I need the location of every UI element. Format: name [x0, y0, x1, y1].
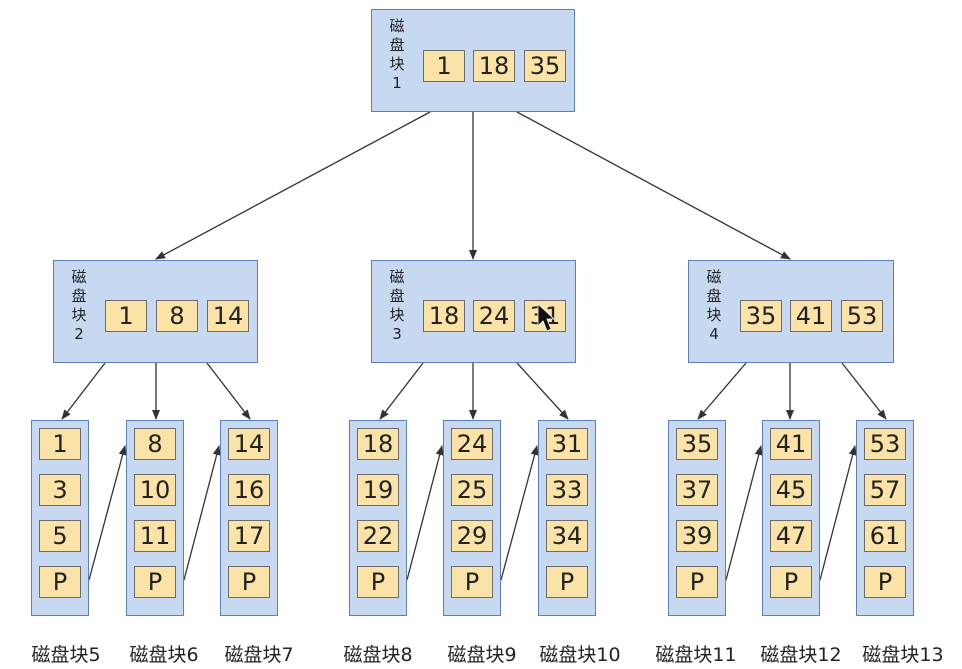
internal-node-label: 磁 盘 块 4	[706, 268, 722, 343]
leaf-pointer-key: P	[676, 566, 718, 598]
leaf-key: 18	[357, 428, 399, 460]
leaf-caption: 磁盘块10	[539, 644, 621, 666]
leaf-key: 57	[864, 474, 906, 506]
internal-key: 24	[473, 300, 515, 332]
leaf-caption: 磁盘块6	[129, 644, 199, 666]
leaf-next-pointer	[88, 445, 127, 581]
leaf-key: 1	[39, 428, 81, 460]
leaf-pointer-key: P	[451, 566, 493, 598]
leaf-key: 39	[676, 520, 718, 552]
leaf-pointer-key: P	[770, 566, 812, 598]
root-key: 1	[423, 50, 465, 82]
leaf-caption: 磁盘块7	[224, 644, 294, 666]
root-node-label: 磁 盘 块 1	[389, 17, 405, 92]
leaf-key: 22	[357, 520, 399, 552]
leaf-key: 29	[451, 520, 493, 552]
internal-key: 35	[740, 300, 782, 332]
leaf-key: 53	[864, 428, 906, 460]
edge-internal-2-child-3	[206, 362, 251, 420]
leaf-next-pointer	[183, 445, 221, 581]
leaf-caption: 磁盘块13	[862, 644, 944, 666]
leaf-key: 24	[451, 428, 493, 460]
leaf-key: 16	[228, 474, 270, 506]
leaf-key: 35	[676, 428, 718, 460]
leaf-caption: 磁盘块12	[760, 644, 842, 666]
leaf-key: 31	[546, 428, 588, 460]
edge-root-to-block-4	[516, 111, 791, 260]
root-key: 35	[524, 50, 566, 82]
edge-internal-2-child-1	[61, 362, 106, 420]
leaf-next-pointer	[406, 445, 444, 581]
leaf-pointer-key: P	[357, 566, 399, 598]
leaf-key: 11	[134, 520, 176, 552]
leaf-key: 45	[770, 474, 812, 506]
leaf-next-pointer	[725, 445, 763, 581]
edge-internal-3-child-3	[516, 362, 569, 420]
leaf-key: 3	[39, 474, 81, 506]
leaf-key: 17	[228, 520, 270, 552]
internal-key: 8	[156, 300, 198, 332]
leaf-pointer-key: P	[39, 566, 81, 598]
leaf-key: 47	[770, 520, 812, 552]
leaf-pointer-key: P	[228, 566, 270, 598]
internal-key: 18	[423, 300, 465, 332]
leaf-key: 8	[134, 428, 176, 460]
leaf-key: 34	[546, 520, 588, 552]
leaf-key: 19	[357, 474, 399, 506]
leaf-next-pointer	[819, 445, 857, 581]
edge-internal-4-child-3	[841, 362, 887, 420]
leaf-pointer-key: P	[134, 566, 176, 598]
leaf-caption: 磁盘块9	[447, 644, 517, 666]
leaf-next-pointer	[500, 445, 539, 581]
leaf-key: 10	[134, 474, 176, 506]
leaf-key: 33	[546, 474, 588, 506]
internal-key: 31	[524, 300, 566, 332]
leaf-key: 5	[39, 520, 81, 552]
leaf-pointer-key: P	[546, 566, 588, 598]
leaf-key: 25	[451, 474, 493, 506]
internal-key: 1	[105, 300, 147, 332]
internal-node-label: 磁 盘 块 2	[71, 268, 87, 343]
edge-internal-3-child-1	[379, 362, 424, 420]
edge-internal-4-child-1	[697, 362, 747, 420]
internal-key: 41	[790, 300, 832, 332]
leaf-caption: 磁盘块8	[343, 644, 413, 666]
edge-root-to-block-2	[155, 111, 431, 260]
leaf-pointer-key: P	[864, 566, 906, 598]
leaf-caption: 磁盘块5	[31, 644, 101, 666]
leaf-key: 14	[228, 428, 270, 460]
leaf-caption: 磁盘块11	[655, 644, 737, 666]
leaf-key: 61	[864, 520, 906, 552]
root-key: 18	[473, 50, 515, 82]
leaf-key: 37	[676, 474, 718, 506]
internal-key: 53	[841, 300, 883, 332]
internal-key: 14	[207, 300, 249, 332]
internal-node-label: 磁 盘 块 3	[389, 268, 405, 343]
leaf-key: 41	[770, 428, 812, 460]
